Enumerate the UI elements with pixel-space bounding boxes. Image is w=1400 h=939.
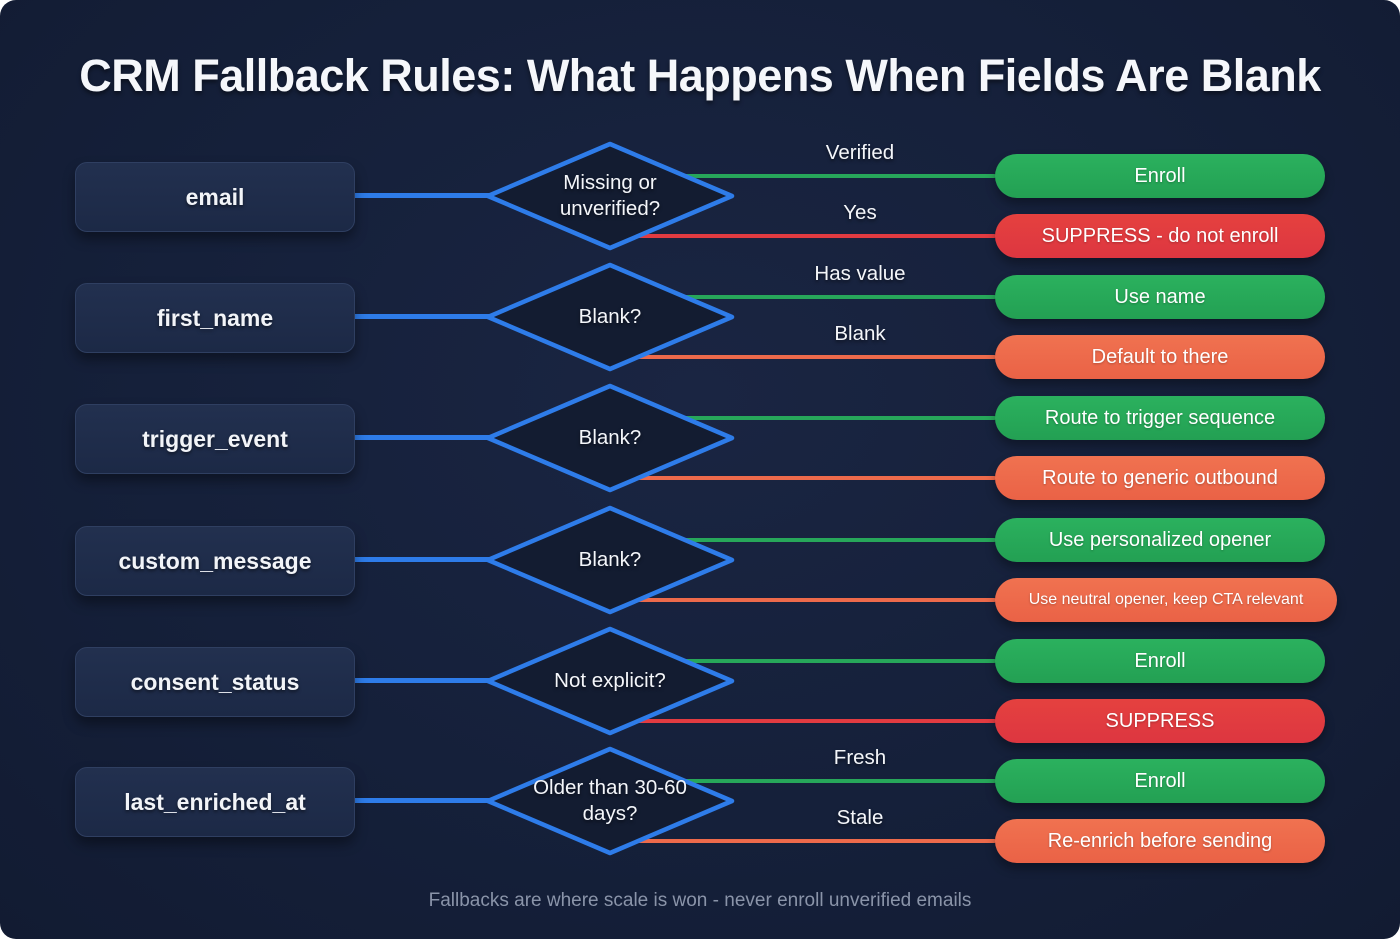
- branch-label-positive: Has value: [814, 262, 906, 285]
- outcome-pill-negative: Route to generic outbound: [995, 456, 1325, 500]
- decision-condition-text: Not explicit?: [554, 669, 666, 693]
- outcome-pill-positive: Route to trigger sequence: [995, 396, 1325, 440]
- flow-row-email: Missing or unverified? email Verified Ye…: [0, 136, 1400, 266]
- decision-condition-text: Older than 30-60 days?: [533, 776, 687, 825]
- branch-line-positive: [610, 538, 996, 542]
- decision-condition: Older than 30-60 days?: [483, 744, 737, 858]
- decision-condition: Not explicit?: [483, 624, 737, 738]
- connector-line: [348, 557, 615, 562]
- outcome-pill-positive: Use name: [995, 275, 1325, 319]
- branch-line-positive: [610, 295, 996, 299]
- flow-row-trigger-event: Blank? trigger_event Route to trigger se…: [0, 378, 1400, 508]
- branch-line-negative: [610, 476, 996, 480]
- field-box: custom_message: [75, 526, 355, 596]
- decision-diamond-shape: [485, 141, 735, 251]
- decision-condition: Blank?: [483, 260, 737, 374]
- outcome-pill-negative: Use neutral opener, keep CTA relevant: [995, 578, 1337, 622]
- outcome-pill-positive: Enroll: [995, 639, 1325, 683]
- branch-label-negative: Yes: [843, 201, 877, 224]
- decision-diamond-shape: [485, 262, 735, 372]
- decision-condition-text: Blank?: [578, 305, 642, 329]
- branch-line-negative: [610, 234, 996, 238]
- decision-diamond-shape: [485, 383, 735, 493]
- page-title: CRM Fallback Rules: What Happens When Fi…: [79, 50, 1321, 101]
- field-box: first_name: [75, 283, 355, 353]
- branch-line-negative: [610, 839, 996, 843]
- connector-line: [348, 678, 615, 683]
- decision-condition-text: Blank?: [578, 548, 642, 572]
- outcome-pill-positive: Enroll: [995, 154, 1325, 198]
- flow-row-first-name: Blank? first_name Has value Blank Use na…: [0, 257, 1400, 387]
- branch-label-negative: Stale: [836, 806, 884, 829]
- flow-row-custom-message: Blank? custom_message Use personalized o…: [0, 500, 1400, 630]
- field-box: trigger_event: [75, 404, 355, 474]
- decision-condition: Blank?: [483, 503, 737, 617]
- branch-line-negative: [610, 719, 996, 723]
- decision-condition: Missing or unverified?: [483, 139, 737, 253]
- branch-line-negative: [610, 355, 996, 359]
- outcome-pill-positive: Enroll: [995, 759, 1325, 803]
- branch-line-positive: [610, 416, 996, 420]
- flow-row-last-enriched-at: Older than 30-60 days? last_enriched_at …: [0, 741, 1400, 871]
- decision-diamond-shape: [485, 626, 735, 736]
- field-box: consent_status: [75, 647, 355, 717]
- decision-diamond-shape: [485, 505, 735, 615]
- outcome-pill-negative: SUPPRESS - do not enroll: [995, 214, 1325, 258]
- decision-condition: Blank?: [483, 381, 737, 495]
- field-box: last_enriched_at: [75, 767, 355, 837]
- branch-label-positive: Verified: [825, 141, 895, 164]
- branch-label-negative: Blank: [834, 322, 886, 345]
- outcome-pill-negative: Re-enrich before sending: [995, 819, 1325, 863]
- outcome-pill-negative: SUPPRESS: [995, 699, 1325, 743]
- branch-label-positive: Fresh: [833, 746, 887, 769]
- branch-line-positive: [610, 174, 996, 178]
- connector-line: [348, 435, 615, 440]
- branch-line-positive: [610, 779, 996, 783]
- outcome-pill-positive: Use personalized opener: [995, 518, 1325, 562]
- decision-condition-text: Blank?: [578, 426, 642, 450]
- footer-note: Fallbacks are where scale is won - never…: [428, 890, 972, 911]
- decision-condition-text: Missing or unverified?: [559, 171, 661, 220]
- field-box: email: [75, 162, 355, 232]
- outcome-pill-negative: Default to there: [995, 335, 1325, 379]
- connector-line: [348, 314, 615, 319]
- branch-line-positive: [610, 659, 996, 663]
- connector-line: [348, 193, 615, 198]
- connector-line: [348, 798, 615, 803]
- flow-row-consent-status: Not explicit? consent_status Enroll SUPP…: [0, 621, 1400, 751]
- branch-line-negative: [610, 598, 996, 602]
- decision-diamond-shape: [485, 746, 735, 856]
